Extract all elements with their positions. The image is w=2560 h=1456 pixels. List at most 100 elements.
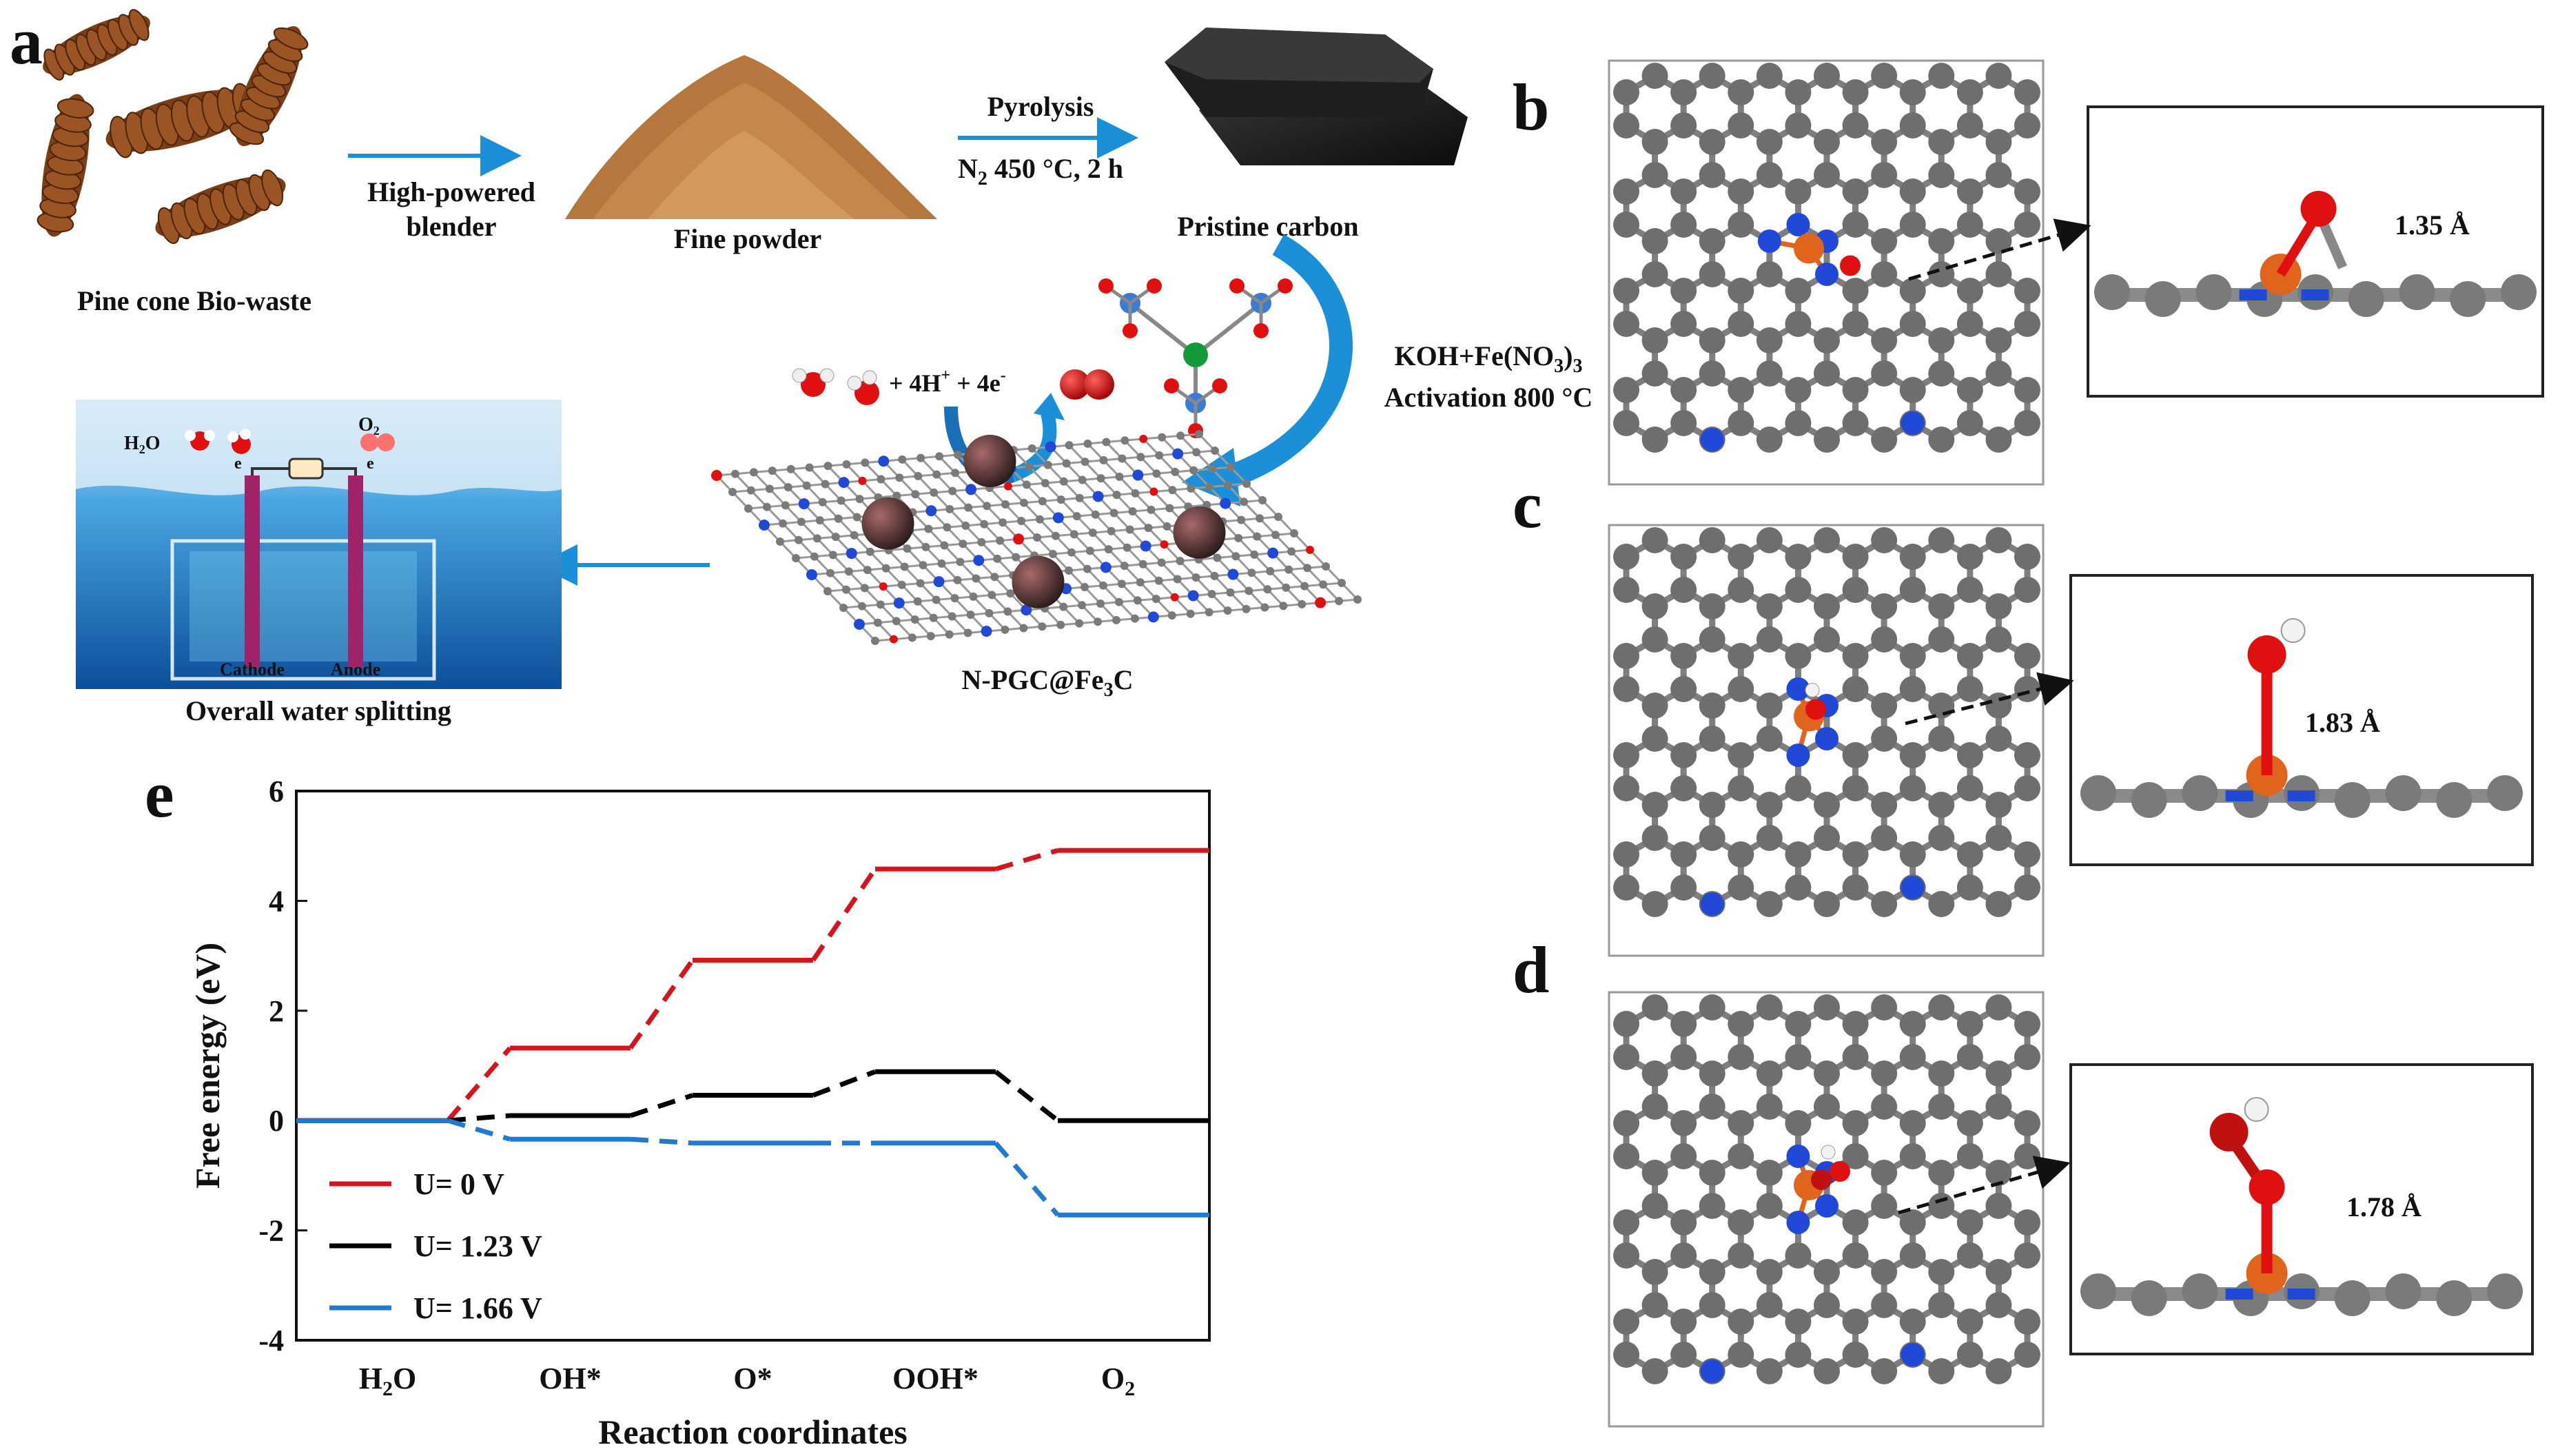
activation-line1: KOH+Fe(NO3)3 bbox=[1395, 340, 1583, 377]
sheet-atom bbox=[1271, 531, 1280, 540]
sheet-atom bbox=[1104, 545, 1113, 554]
sheet-atom bbox=[837, 496, 846, 505]
carbon-atom bbox=[2501, 274, 2537, 310]
carbon-atom bbox=[1928, 228, 1955, 254]
sheet-atom bbox=[762, 502, 771, 511]
carbon-atom bbox=[1871, 825, 1898, 851]
sheet-atom bbox=[1085, 546, 1094, 555]
carbon-atom bbox=[1985, 1060, 2012, 1087]
sheet-atom bbox=[1078, 475, 1087, 484]
carbon-atom bbox=[1670, 577, 1697, 603]
carbon-atom bbox=[1756, 1292, 1783, 1318]
carbon-atom bbox=[2436, 782, 2472, 818]
carbon-atom bbox=[1985, 792, 2012, 818]
carbon-atom bbox=[1871, 360, 1898, 387]
carbon-atom bbox=[1641, 129, 1668, 155]
carbon-atom bbox=[1842, 311, 1869, 337]
sheet-atom bbox=[1300, 582, 1309, 591]
sheet-atom bbox=[1290, 529, 1298, 537]
pristine-carbon-image bbox=[1165, 28, 1468, 165]
carbon-atom bbox=[2014, 1242, 2040, 1269]
carbon-atom bbox=[1842, 178, 1869, 205]
sheet-atom bbox=[911, 490, 920, 499]
carbon-atom bbox=[1785, 79, 1812, 105]
sheet-atom bbox=[996, 536, 1005, 545]
carbon-atom bbox=[1842, 410, 1869, 436]
sheet-atom bbox=[1338, 579, 1346, 587]
sheet-atom bbox=[937, 559, 946, 568]
sheet-atom bbox=[1027, 444, 1036, 453]
carbon-atom bbox=[1756, 261, 1783, 287]
sheet-atom bbox=[1133, 596, 1142, 605]
sheet-atom bbox=[805, 463, 814, 472]
sheet-atom bbox=[956, 557, 965, 566]
sheet-atom bbox=[935, 452, 944, 461]
x-tick-label: O* bbox=[733, 1362, 772, 1395]
carbon-atom bbox=[1985, 593, 2012, 619]
carbon-atom bbox=[1813, 129, 1840, 155]
pine-cone-image bbox=[37, 9, 309, 245]
sheet-atom bbox=[1078, 601, 1087, 610]
carbon-atom bbox=[1613, 377, 1639, 403]
carbon-atom bbox=[1785, 841, 1812, 868]
carbon-atom bbox=[1728, 1309, 1754, 1335]
sheet-atom bbox=[1056, 620, 1065, 629]
carbon-atom bbox=[1641, 792, 1668, 818]
carbon-atom bbox=[1928, 1060, 1955, 1087]
sheet-atom bbox=[776, 537, 784, 546]
carbon-atom bbox=[1756, 1259, 1783, 1285]
sheet-atom bbox=[1001, 500, 1010, 509]
carbon-atom bbox=[2385, 775, 2421, 811]
carbon-atom bbox=[1871, 261, 1898, 287]
zoom-arrow-c bbox=[1905, 672, 2074, 726]
nitrogen-atom bbox=[1786, 213, 1810, 236]
carbon-atom bbox=[1899, 212, 1926, 238]
carbon-atom bbox=[2014, 79, 2040, 105]
carbon-atom bbox=[1842, 1209, 1869, 1235]
sheet-atom bbox=[1160, 540, 1169, 549]
nitrogen-atom bbox=[1786, 1145, 1810, 1168]
sheet-atom bbox=[1205, 482, 1214, 491]
sheet-atom bbox=[1062, 459, 1071, 468]
n-pgc-fe3c-caption: N-PGC@Fe3C bbox=[962, 664, 1134, 701]
carbon-atom bbox=[1641, 891, 1668, 917]
oxygen-atom bbox=[1830, 1161, 1850, 1182]
sheet-atom bbox=[1191, 573, 1200, 582]
sheet-atom bbox=[1120, 562, 1129, 571]
carbon-atom bbox=[2014, 1044, 2040, 1070]
sheet-atom bbox=[1045, 441, 1056, 453]
sheet-atom bbox=[1176, 557, 1185, 566]
sheet-atom bbox=[1098, 581, 1107, 590]
carbon-atom bbox=[2014, 1143, 2040, 1169]
carbon-atom bbox=[1699, 825, 1726, 851]
sheet-atom bbox=[1139, 434, 1148, 443]
carbon-atom bbox=[1842, 212, 1869, 238]
sheet-atom bbox=[924, 524, 933, 533]
panel-label-b: b bbox=[1513, 70, 1549, 144]
carbon-atom bbox=[1785, 178, 1812, 205]
carbon-atom bbox=[1956, 676, 1983, 702]
carbon-atom bbox=[1785, 1242, 1812, 1269]
oxygen-atom bbox=[1805, 699, 1826, 720]
fe-o-distance-d: 1.78 Å bbox=[2346, 1191, 2421, 1222]
fe-o-distance-b: 1.35 Å bbox=[2395, 209, 2470, 240]
carbon-atom bbox=[1728, 676, 1754, 702]
pyrolysis-label: Pyrolysis bbox=[987, 91, 1094, 122]
carbon-atom bbox=[1699, 693, 1726, 719]
carbon-atom bbox=[1985, 162, 2012, 188]
carbon-atom bbox=[1985, 129, 2012, 155]
nitrogen-atom bbox=[1814, 263, 1839, 286]
sheet-atom bbox=[1128, 507, 1137, 516]
sheet-atom bbox=[1168, 486, 1177, 495]
sheet-atom bbox=[908, 633, 917, 642]
sheet-atom bbox=[889, 635, 898, 644]
carbon-atom bbox=[1728, 775, 1754, 801]
carbon-atom bbox=[2014, 841, 2040, 868]
carbon-atom bbox=[1928, 726, 1955, 752]
carbon-atom bbox=[1899, 577, 1926, 603]
carbon-atom bbox=[1728, 1242, 1754, 1269]
sheet-atom bbox=[1112, 491, 1121, 500]
carbon-atom bbox=[1785, 377, 1812, 403]
carbon-atom bbox=[1871, 63, 1898, 89]
